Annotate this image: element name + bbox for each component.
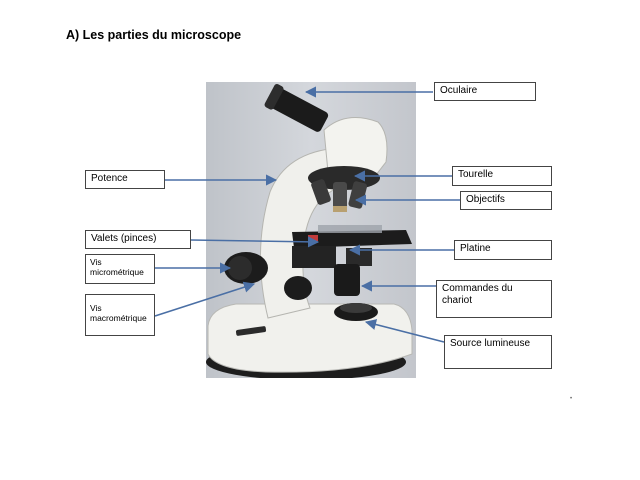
arrow-valets	[190, 236, 320, 248]
eyepiece	[264, 84, 329, 132]
microscope-photo	[206, 82, 416, 378]
label-tourelle: Tourelle	[452, 166, 552, 186]
page-title: A) Les parties du microscope	[66, 28, 242, 42]
microscope-base	[207, 303, 413, 373]
label-commandes-line2: chariot	[442, 294, 473, 306]
slide	[318, 225, 382, 233]
stage-controls	[334, 264, 360, 296]
label-vis-macrometrique: Vis macrométrique	[85, 294, 155, 336]
label-vis-macrometrique-line1: Vis	[90, 303, 102, 313]
brand-plate	[235, 326, 267, 336]
stage-holder	[292, 246, 336, 268]
label-platine: Platine	[454, 240, 552, 260]
arrow-source	[364, 319, 445, 343]
label-oculaire: Oculaire	[434, 82, 536, 101]
label-valets: Valets (pinces)	[85, 230, 191, 249]
stage	[292, 230, 412, 248]
label-commandes-line1: Commandes du	[442, 283, 513, 294]
label-potence: Potence	[85, 170, 165, 189]
label-vis-micrometrique-line1: Vis	[90, 257, 102, 267]
label-objectifs: Objectifs	[460, 191, 552, 210]
label-vis-macrometrique-line2: macrométrique	[90, 312, 147, 323]
decorative-dot: •	[570, 396, 573, 402]
arrow-vis-macrometrique	[154, 281, 256, 317]
label-vis-micrometrique-line2: micrométrique	[90, 266, 144, 277]
label-source-lumineuse: Source lumineuse	[444, 335, 552, 369]
label-vis-micrometrique: Vis micrométrique	[85, 254, 155, 284]
coarse-focus-knob	[284, 276, 312, 300]
label-commandes-chariot: Commandes du chariot	[436, 280, 552, 318]
